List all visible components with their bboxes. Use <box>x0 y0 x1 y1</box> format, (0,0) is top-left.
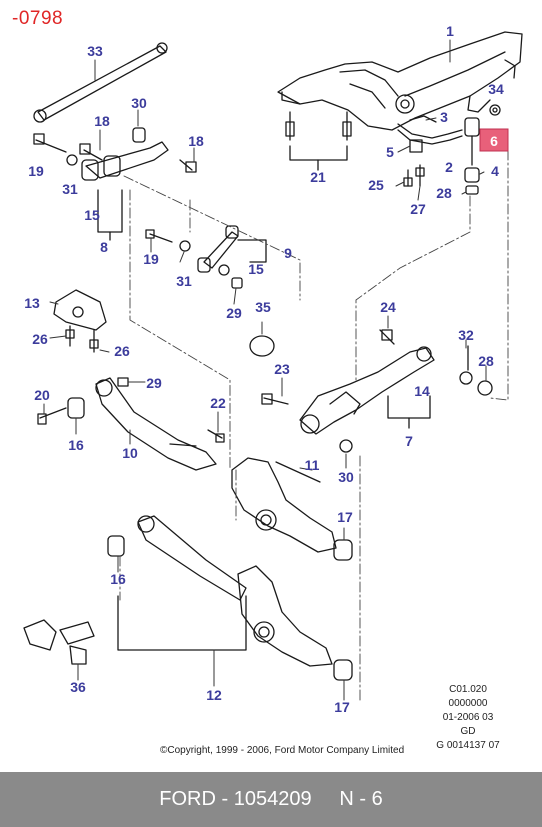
callout-c20: 20 <box>34 387 50 403</box>
callout-c16a: 16 <box>68 437 84 453</box>
callout-c35: 35 <box>255 299 271 315</box>
callout-c14: 14 <box>414 383 430 399</box>
upper-arm-14 <box>261 329 493 435</box>
callout-c29b: 29 <box>146 375 162 391</box>
suspension-exploded-diagram: 1234567891011121314151516161717181819192… <box>23 23 523 715</box>
callout-c19b: 19 <box>143 251 159 267</box>
callout-c30a: 30 <box>131 95 147 111</box>
callout-c10: 10 <box>122 445 138 461</box>
callout-c1: 1 <box>446 23 454 39</box>
callout-c25: 25 <box>368 177 384 193</box>
bracket-13 <box>53 289 107 353</box>
link-9 <box>145 225 267 289</box>
callout-c18b: 18 <box>188 133 204 149</box>
callout-c34: 34 <box>488 81 504 97</box>
footer-part-number: FORD - 1054209 <box>159 788 312 810</box>
callout-c5: 5 <box>386 144 394 160</box>
info-line-1: C01.020 <box>449 684 487 695</box>
callout-c19a: 19 <box>28 163 44 179</box>
callout-c36: 36 <box>70 679 86 695</box>
callout-c21: 21 <box>310 169 326 185</box>
callout-c30b: 30 <box>338 469 354 485</box>
callout-c17a: 17 <box>337 509 353 525</box>
info-line-3: 01-2006 03 <box>442 712 494 723</box>
callout-c15a: 15 <box>84 207 100 223</box>
callout-c17b: 17 <box>334 699 350 715</box>
callout-c3: 3 <box>440 109 448 125</box>
callout-c11: 11 <box>305 457 320 473</box>
callout-c23: 23 <box>274 361 290 377</box>
callout-c15b: 15 <box>248 261 264 277</box>
drawing-info: C01.020 0000000 01-2006 03 GD G 0014137 … <box>408 683 528 753</box>
callout-c33: 33 <box>87 43 103 59</box>
callout-c7: 7 <box>405 433 413 449</box>
callout-c16b: 16 <box>110 571 126 587</box>
upper-link-assembly <box>33 127 197 241</box>
callout-c27: 27 <box>410 201 426 217</box>
lower-arm-12 <box>107 515 353 681</box>
callout-c28b: 28 <box>478 353 494 369</box>
callout-c22: 22 <box>210 395 226 411</box>
info-line-4: GD <box>460 726 476 737</box>
footer-page: N - 6 <box>339 788 383 810</box>
info-line-2: 0000000 <box>448 698 488 709</box>
callout-c31b: 31 <box>176 273 192 289</box>
callout-c26b: 26 <box>114 343 130 359</box>
stabilizer-link-bar <box>397 123 463 139</box>
bolts-21 <box>285 111 352 171</box>
diagram-code: -0798 <box>12 8 64 29</box>
tie-rod <box>33 42 168 123</box>
footer-bar: FORD - 1054209 N - 6 <box>0 772 542 827</box>
callout-c29a: 29 <box>226 305 242 321</box>
bushing-35 <box>249 335 275 357</box>
sensor-bracket-36 <box>23 619 95 665</box>
stabilizer-link <box>464 117 480 195</box>
knuckle-11 <box>231 457 353 561</box>
callout-c9: 9 <box>284 245 292 261</box>
callout-c24: 24 <box>380 299 396 315</box>
lower-arm-10 <box>37 377 225 471</box>
info-line-5: G 0014137 07 <box>436 740 500 751</box>
callout-c13: 13 <box>24 295 40 311</box>
callout-c18a: 18 <box>94 113 110 129</box>
callout-c2: 2 <box>445 159 453 175</box>
callout-c26a: 26 <box>32 331 48 347</box>
copyright-notice: ©Copyright, 1999 - 2006, Ford Motor Comp… <box>160 745 405 756</box>
callout-c32: 32 <box>458 327 474 343</box>
callout-c6: 6 <box>490 133 498 149</box>
callout-c4: 4 <box>491 163 499 179</box>
callout-c31a: 31 <box>62 181 78 197</box>
callout-c28a: 28 <box>436 185 452 201</box>
crossmember <box>277 31 523 131</box>
callout-c8: 8 <box>100 239 108 255</box>
highlight-box-6 <box>479 128 509 152</box>
callout-c12: 12 <box>206 687 222 703</box>
